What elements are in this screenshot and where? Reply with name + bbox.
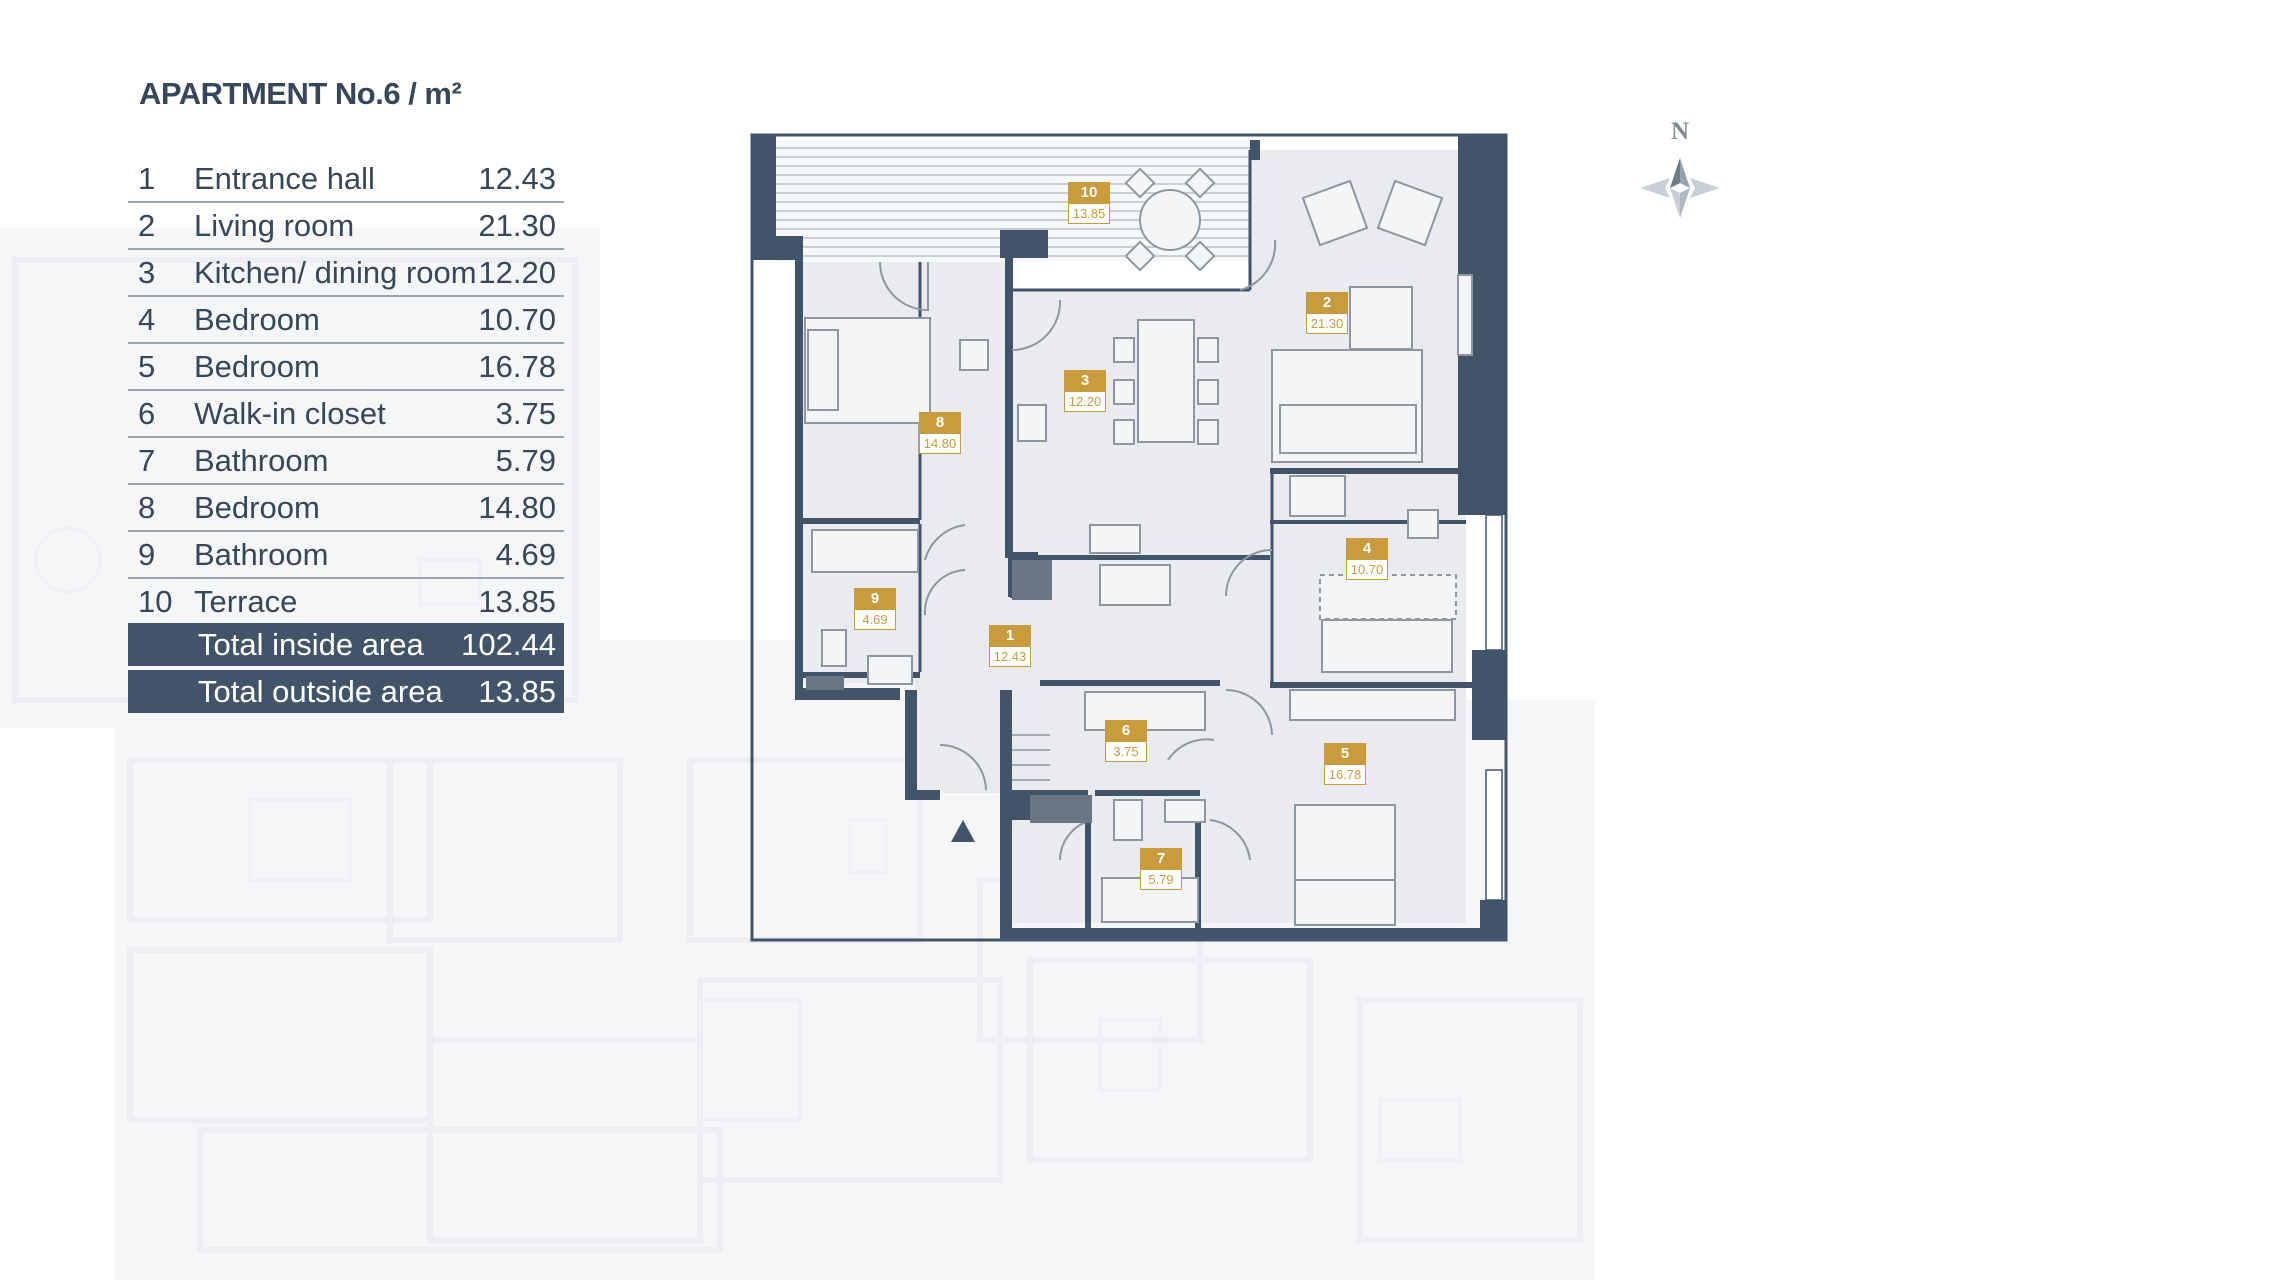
plan-tag-number: 7	[1140, 848, 1182, 869]
room-name: Bedroom	[194, 484, 478, 532]
room-area: 16.78	[478, 343, 564, 391]
room-number: 2	[128, 202, 194, 250]
total-outside-label: Total outside area	[198, 673, 443, 709]
room-number: 4	[128, 296, 194, 344]
room-area: 4.69	[478, 531, 564, 579]
plan-tag-area: 12.20	[1064, 391, 1106, 412]
plan-tag-area: 4.69	[854, 609, 896, 630]
room-number: 7	[128, 437, 194, 485]
plan-tag-number: 10	[1068, 182, 1110, 203]
room-number: 1	[128, 156, 194, 203]
room-name: Bathroom	[194, 531, 478, 579]
room-area: 10.70	[478, 296, 564, 344]
total-inside-area-row: Total inside area 102.44	[128, 623, 564, 666]
compass-rose-icon	[1640, 158, 1720, 218]
plan-tag-number: 2	[1306, 292, 1348, 313]
room-name: Bathroom	[194, 437, 478, 485]
plan-tag-number: 4	[1346, 538, 1388, 559]
plan-tag-area: 13.85	[1068, 203, 1110, 224]
room-area: 21.30	[478, 202, 564, 250]
plan-tag-number: 8	[919, 412, 961, 433]
plan-tag-area: 16.78	[1324, 764, 1366, 785]
total-outside-area-row: Total outside area 13.85	[128, 670, 564, 713]
plan-tag-area: 14.80	[919, 433, 961, 454]
room-area: 12.43	[478, 156, 564, 203]
plan-tag-area: 5.79	[1140, 869, 1182, 890]
room-name: Entrance hall	[194, 156, 478, 203]
room-number: 10	[128, 578, 194, 626]
plan-tag-number: 5	[1324, 743, 1366, 764]
total-inside-value: 102.44	[461, 626, 556, 662]
plan-tag-area: 21.30	[1306, 313, 1348, 334]
plan-tag-area: 3.75	[1105, 741, 1147, 762]
plan-tag-number: 6	[1105, 720, 1147, 741]
compass-north-label: N	[1670, 118, 1690, 145]
total-outside-value: 13.85	[478, 673, 556, 709]
room-name: Kitchen/ dining room	[194, 249, 478, 297]
room-number: 8	[128, 484, 194, 532]
room-area: 5.79	[478, 437, 564, 485]
room-number: 6	[128, 390, 194, 438]
apartment-floor-plan	[750, 133, 1508, 942]
room-number: 9	[128, 531, 194, 579]
plan-tag-number: 9	[854, 588, 896, 609]
entrance-arrow-icon	[951, 820, 975, 842]
plan-tag-number: 1	[989, 625, 1031, 646]
plan-tag-area: 12.43	[989, 646, 1031, 667]
plan-tag-number: 3	[1064, 370, 1106, 391]
page-title: APARTMENT No.6 / m²	[139, 76, 462, 111]
room-number: 3	[128, 249, 194, 297]
room-area: 13.85	[478, 578, 564, 626]
room-area: 14.80	[478, 484, 564, 532]
room-name: Bedroom	[194, 343, 478, 391]
room-area: 3.75	[478, 390, 564, 438]
plan-tag-area: 10.70	[1346, 559, 1388, 580]
total-inside-label: Total inside area	[198, 626, 424, 662]
room-area: 12.20	[478, 249, 564, 297]
room-number: 5	[128, 343, 194, 391]
room-name: Living room	[194, 202, 478, 250]
room-name: Bedroom	[194, 296, 478, 344]
room-name: Walk-in closet	[194, 390, 478, 438]
room-name: Terrace	[194, 578, 478, 626]
